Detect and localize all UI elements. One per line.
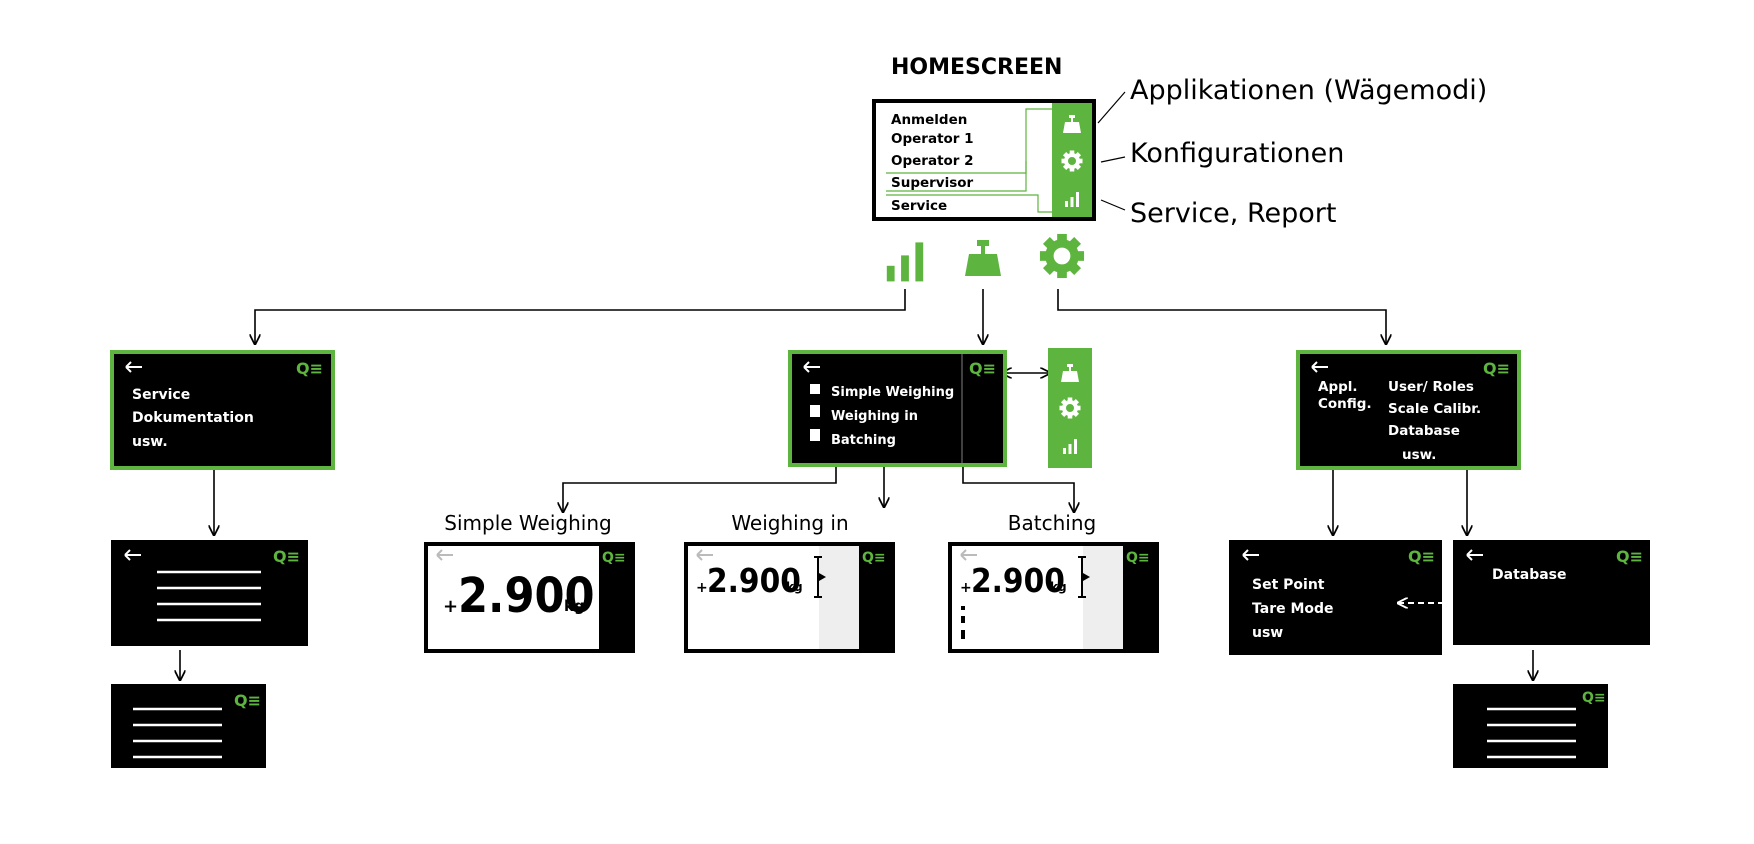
search-menu-icon[interactable]: Q≡ xyxy=(862,550,886,566)
search-menu-icon[interactable]: Q≡ xyxy=(1408,547,1435,566)
scale-icon xyxy=(965,240,1001,276)
weight-value: 2.900 xyxy=(707,561,801,600)
weight-value: 2.900 xyxy=(971,561,1065,600)
usw-item[interactable]: usw. xyxy=(132,434,168,450)
batching-screen xyxy=(948,542,1159,653)
gear-icon xyxy=(1041,235,1083,277)
search-menu-icon[interactable]: Q≡ xyxy=(969,359,996,378)
appl-config-label[interactable]: Appl. xyxy=(1318,379,1358,395)
service-screen xyxy=(110,350,335,470)
list-screen xyxy=(111,540,308,646)
search-menu-icon[interactable]: Q≡ xyxy=(1582,690,1606,706)
search-menu-icon[interactable]: Q≡ xyxy=(234,691,261,710)
weight-unit: kg xyxy=(786,580,803,594)
service-item[interactable]: Service xyxy=(132,387,190,403)
callout-konfigurationen: Konfigurationen xyxy=(1130,138,1344,169)
list-screen xyxy=(111,684,266,768)
search-menu-icon[interactable]: Q≡ xyxy=(296,359,323,378)
app-item-batching[interactable]: Batching xyxy=(831,433,896,448)
tare-mode-item[interactable]: Tare Mode xyxy=(1252,601,1334,617)
search-menu-icon[interactable]: Q≡ xyxy=(1126,550,1150,566)
weighing-title-weighing-in: Weighing in xyxy=(731,511,848,535)
simple-weighing-icon xyxy=(810,384,820,394)
simple-weighing-screen xyxy=(424,542,635,653)
app-item-weighing-in[interactable]: Weighing in xyxy=(831,409,918,424)
config-item-scale-calibr[interactable]: Scale Calibr. xyxy=(1388,401,1481,417)
config-screen xyxy=(1296,350,1521,470)
weighing-in-screen xyxy=(684,542,895,653)
homescreen-title: HOMESCREEN xyxy=(891,55,1062,80)
weight-unit: kg xyxy=(564,597,585,615)
menu-item-service[interactable]: Service xyxy=(891,198,947,214)
callout-service-report: Service, Report xyxy=(1130,198,1336,229)
menu-item-supervisor[interactable]: Supervisor xyxy=(891,175,974,191)
setpoint-item[interactable]: Set Point xyxy=(1252,577,1325,593)
callout-applikationen: Applikationen (Wägemodi) xyxy=(1130,75,1487,106)
search-menu-icon[interactable]: Q≡ xyxy=(1483,359,1510,378)
weighing-title-simple: Simple Weighing xyxy=(444,511,611,535)
weight-unit: kg xyxy=(1050,580,1067,594)
app-item-simple-weighing[interactable]: Simple Weighing xyxy=(831,385,954,400)
config-item-user-roles[interactable]: User/ Roles xyxy=(1388,379,1474,395)
weight-sign: + xyxy=(443,596,458,617)
menu-item-operator-2[interactable]: Operator 2 xyxy=(891,153,974,169)
search-menu-icon[interactable]: Q≡ xyxy=(1616,547,1643,566)
menu-item-operator-1[interactable]: Operator 1 xyxy=(891,131,974,147)
database-screen xyxy=(1453,540,1650,645)
search-menu-icon[interactable]: Q≡ xyxy=(602,550,626,566)
bar-chart-icon xyxy=(886,242,924,282)
connector-lines xyxy=(180,289,1533,680)
applications-screen xyxy=(788,350,1007,467)
search-menu-icon[interactable]: Q≡ xyxy=(273,547,300,566)
config-item-database[interactable]: Database xyxy=(1388,423,1460,439)
database-title: Database xyxy=(1492,567,1567,583)
config-item-usw[interactable]: usw. xyxy=(1402,447,1436,463)
weight-sign: + xyxy=(960,580,972,596)
weight-value: 2.900 xyxy=(458,568,595,624)
weighing-in-icon xyxy=(810,405,820,417)
weighing-title-batching: Batching xyxy=(1008,511,1096,535)
dokumentation-item[interactable]: Dokumentation xyxy=(132,410,254,426)
batching-icon xyxy=(810,429,820,441)
appl-config-label[interactable]: Config. xyxy=(1318,396,1372,412)
menu-item-anmelden[interactable]: Anmelden xyxy=(891,112,967,128)
weight-sign: + xyxy=(696,580,708,596)
usw-item[interactable]: usw xyxy=(1252,625,1283,641)
list-screen xyxy=(1453,684,1608,768)
